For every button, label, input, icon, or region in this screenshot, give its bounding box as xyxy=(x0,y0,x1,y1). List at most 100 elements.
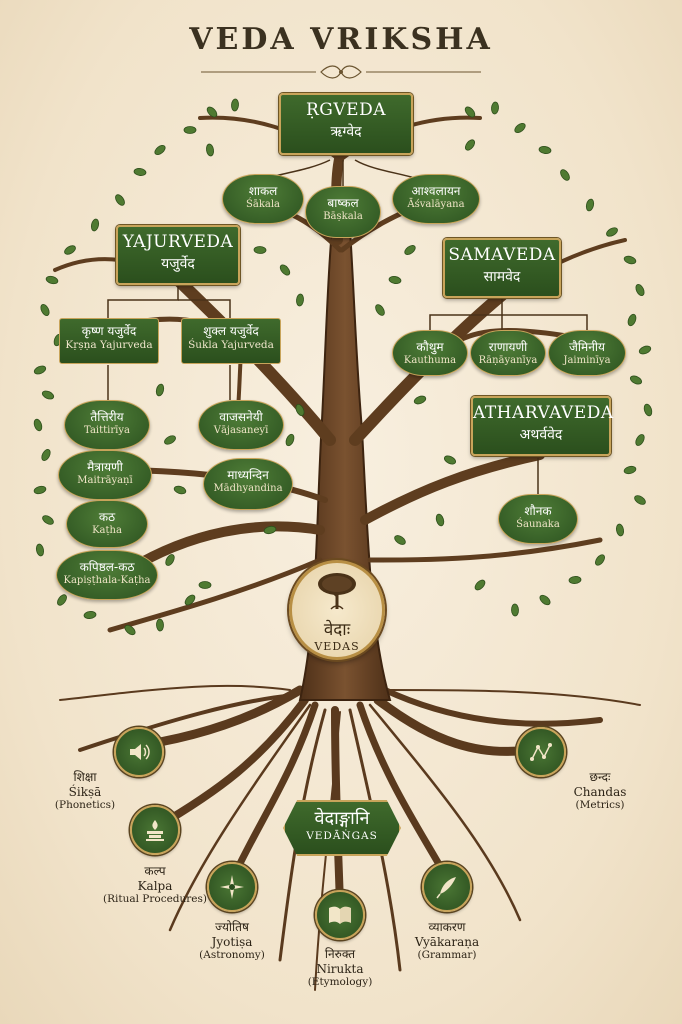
leaf xyxy=(585,198,595,212)
branch-translit: Kaṭha xyxy=(92,525,122,536)
kalpa-circle[interactable] xyxy=(130,805,180,855)
branch-label: शाकल xyxy=(248,184,278,198)
leaf xyxy=(388,275,402,285)
vedanga-sanskrit: ज्योतिष xyxy=(215,920,249,934)
leaf xyxy=(45,275,59,285)
leaf xyxy=(623,465,637,475)
leaf xyxy=(595,554,605,566)
shiksha-label: शिक्षा Śikṣā (Phonetics) xyxy=(25,768,145,811)
leaf xyxy=(42,515,54,525)
branch-label: माध्यन्दिन xyxy=(227,468,269,482)
leaf xyxy=(491,101,499,115)
atharvaveda-box[interactable]: ATHARVAVEDA अथर्ववेद xyxy=(471,396,614,456)
leaf xyxy=(133,168,147,176)
samaveda-title: SAMAVEDA xyxy=(448,245,556,265)
leaf xyxy=(514,122,526,134)
vedas-sanskrit: वेदाः xyxy=(323,620,351,640)
vedanga-sanskrit: व्याकरण xyxy=(428,920,466,934)
nirukta-circle[interactable] xyxy=(315,890,365,940)
vedanga-gloss: (Astronomy) xyxy=(199,949,265,961)
vedanga-translit: Kalpa xyxy=(137,879,173,893)
poster-title: VEDA VRIKSHA xyxy=(189,22,493,57)
leaf xyxy=(41,390,55,400)
samaveda-box[interactable]: SAMAVEDA सामवेद xyxy=(443,238,561,298)
jyotisha-label: ज्योतिष Jyotiṣa (Astronomy) xyxy=(167,918,297,961)
foliage xyxy=(33,98,653,636)
leaf xyxy=(156,618,164,632)
branch-katha[interactable]: कठ Kaṭha xyxy=(66,500,148,548)
vyakarana-circle[interactable] xyxy=(422,862,472,912)
branch-translit: Jaiminīya xyxy=(563,355,611,366)
branch-ashvalayana[interactable]: आश्वलायन Āśvalāyana xyxy=(392,174,480,224)
branch-translit: Śākala xyxy=(246,199,280,210)
vedanga-translit: Vyākaraṇa xyxy=(414,935,480,949)
leaf xyxy=(635,283,645,297)
vedanga-gloss: (Ritual Procedures) xyxy=(102,893,207,905)
leaf xyxy=(511,603,519,617)
krishna-yajurveda-box[interactable]: कृष्ण यजुर्वेद Kṛṣṇa Yajurveda xyxy=(59,318,159,364)
leaf xyxy=(285,433,295,447)
leaf xyxy=(474,579,486,591)
chandas-circle[interactable] xyxy=(516,727,566,777)
vedanga-gloss: (Metrics) xyxy=(575,799,625,811)
shukla-yajurveda-box[interactable]: शुक्ल यजुर्वेद Śukla Yajurveda xyxy=(181,318,281,364)
leaf xyxy=(57,594,67,606)
vedas-medallion[interactable]: वेदाः VEDAS xyxy=(289,560,385,660)
branch-shakala[interactable]: शाकल Śākala xyxy=(222,174,304,224)
branch-label: कपिष्ठल-कठ xyxy=(79,560,135,574)
yajurveda-box[interactable]: YAJURVEDA यजुर्वेद xyxy=(116,225,240,285)
leaf xyxy=(33,418,43,432)
vedanga-translit: Jyotiṣa xyxy=(211,935,253,949)
leaf xyxy=(394,535,406,545)
atharvaveda-sanskrit: अथर्ववेद xyxy=(519,427,563,443)
title-ornament xyxy=(201,65,481,79)
leaf xyxy=(90,218,100,232)
leaf xyxy=(629,375,643,385)
branch-bashkala[interactable]: बाष्कल Bāṣkala xyxy=(305,186,381,238)
branch-kauthuma[interactable]: कौथुम Kauthuma xyxy=(392,330,468,376)
sub-label: कृष्ण यजुर्वेद xyxy=(81,324,137,338)
sub-label: शुक्ल यजुर्वेद xyxy=(203,324,259,338)
branch-vajasaneyi[interactable]: वाजसनेयी Vājasaneyī xyxy=(198,400,284,450)
vedangas-banner[interactable]: वेदाङ्गानि VEDĀṄGAS xyxy=(283,800,401,856)
branch-kapishthala-katha[interactable]: कपिष्ठल-कठ Kapiṣṭhala-Kaṭha xyxy=(56,550,158,600)
rgveda-title: ṚGVEDA xyxy=(306,100,386,120)
branch-maitrayani[interactable]: मैत्रायणी Maitrāyaṇī xyxy=(58,450,152,500)
leaf xyxy=(279,264,291,276)
leaf xyxy=(623,255,637,265)
leaf xyxy=(615,523,625,537)
branch-taittiriya[interactable]: तैत्तिरीय Taittirīya xyxy=(64,400,150,450)
vedanga-gloss: (Phonetics) xyxy=(54,799,116,811)
branch-madhyandina[interactable]: माध्यन्दिन Mādhyandina xyxy=(203,458,293,510)
branch-ranayaniya[interactable]: राणायणी Rāṇāyanīya xyxy=(470,330,546,376)
branch-label: शौनक xyxy=(524,504,552,518)
vedanga-translit: Śikṣā xyxy=(68,785,102,799)
branch-label: राणायणी xyxy=(488,340,528,354)
leaf xyxy=(154,144,166,156)
leaf xyxy=(33,365,47,375)
leaf xyxy=(40,304,50,316)
branch-shaunaka[interactable]: शौनक Śaunaka xyxy=(498,494,578,544)
branch-jaiminiya[interactable]: जैमिनीय Jaiminīya xyxy=(548,330,626,376)
leaf xyxy=(155,383,165,397)
yajurveda-sanskrit: यजुर्वेद xyxy=(161,256,195,272)
yajurveda-title: YAJURVEDA xyxy=(122,232,234,252)
leaf xyxy=(464,139,476,151)
leaf xyxy=(198,581,212,589)
star-icon xyxy=(220,875,244,899)
jyotisha-circle[interactable] xyxy=(207,862,257,912)
atharvaveda-title: ATHARVAVEDA xyxy=(473,403,614,423)
branch-translit: Āśvalāyana xyxy=(407,199,465,210)
leaf xyxy=(634,495,646,505)
shiksha-circle[interactable] xyxy=(114,727,164,777)
leaf xyxy=(124,624,136,636)
leaf xyxy=(206,143,214,157)
samaveda-sanskrit: सामवेद xyxy=(483,269,521,285)
leaf xyxy=(263,525,277,535)
leaf xyxy=(206,106,218,118)
rgveda-box[interactable]: ṚGVEDA ऋग्वेद xyxy=(279,93,413,155)
leaf xyxy=(375,304,385,316)
leaf xyxy=(643,403,653,417)
branch-label: जैमिनीय xyxy=(569,340,605,354)
leaf xyxy=(538,146,552,154)
